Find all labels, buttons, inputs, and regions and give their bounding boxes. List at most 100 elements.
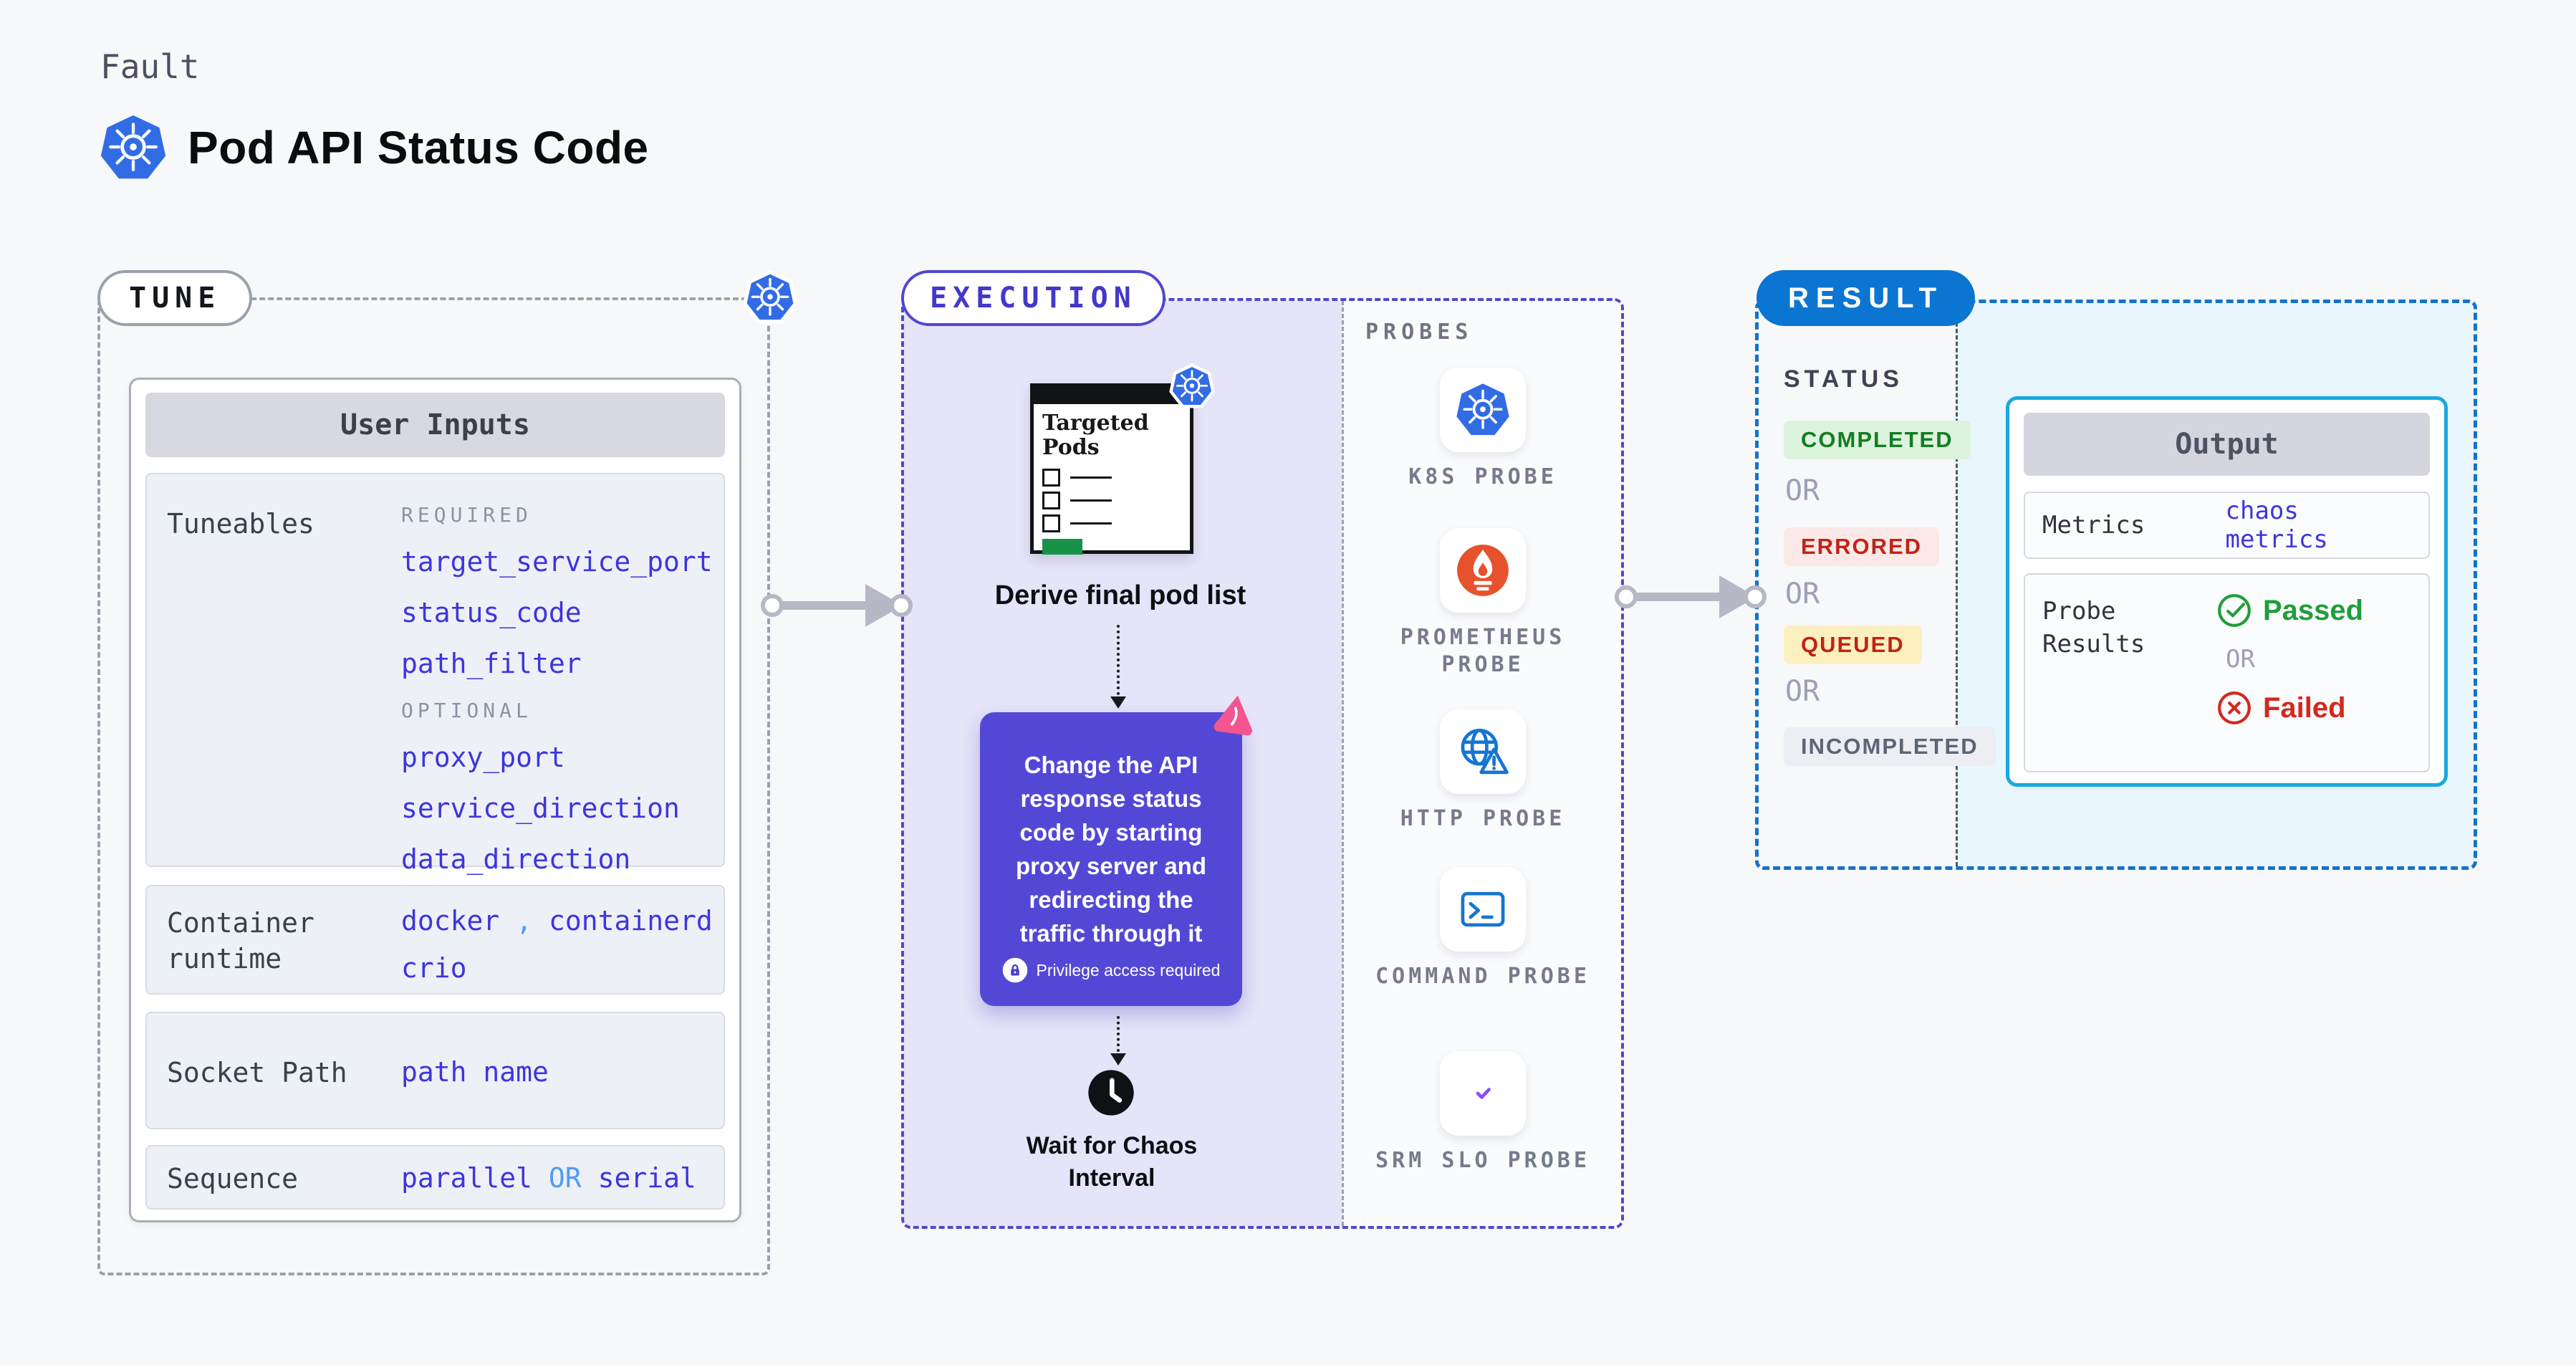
sequence-label: Sequence <box>167 1163 299 1194</box>
output-header: Output <box>2024 413 2430 476</box>
or-label: OR <box>2226 645 2255 674</box>
sequence-value: parallel OR serial <box>401 1162 696 1194</box>
globe-alert-icon <box>1455 724 1511 780</box>
optional-section-label: OPTIONAL <box>401 699 532 722</box>
tuneables-row: Tuneables REQUIRED target_service_port s… <box>145 473 725 875</box>
socket-path-value: path name <box>401 1056 549 1088</box>
slo-donut-check-icon <box>1455 1065 1511 1121</box>
tuneable-field: status_code <box>401 597 582 628</box>
output-card: Output Metrics chaos metrics Probe Resul… <box>2006 396 2448 787</box>
page-title: Pod API Status Code <box>188 122 649 173</box>
status-heading: STATUS <box>1784 365 1903 393</box>
fault-kicker: Fault <box>100 47 200 86</box>
failed-row: Failed <box>2216 689 2363 727</box>
probe-label: PROMETHEUS PROBE <box>1400 625 1566 677</box>
pod-list-item <box>1042 514 1190 532</box>
status-badge-errored: ERRORED <box>1784 527 1940 566</box>
probe-label: K8S PROBE <box>1408 464 1557 489</box>
privilege-note-text: Privilege access required <box>1036 960 1221 980</box>
targeted-pods-card: Targeted Pods <box>1030 383 1193 555</box>
user-inputs-header: User Inputs <box>145 393 725 457</box>
kubernetes-icon <box>1167 361 1217 411</box>
arrow-line <box>1626 593 1729 601</box>
flow-connector <box>1117 1016 1120 1052</box>
runtime-value: containerd <box>548 905 713 937</box>
pod-list-item <box>1042 469 1190 487</box>
container-runtime-label: Container runtime <box>167 907 314 974</box>
probe-results-row: Probe Results Passed OR Failed <box>2024 573 2430 772</box>
metrics-row: Metrics chaos metrics <box>2024 492 2430 559</box>
targeted-pods-titlebar <box>1034 387 1190 404</box>
or-label: OR <box>1785 578 1820 610</box>
probe-item: PROMETHEUS PROBE <box>1367 528 1599 679</box>
probe-item: HTTP PROBE <box>1367 709 1599 833</box>
checkbox-icon <box>1042 469 1060 487</box>
connector-arrowhead <box>1110 696 1126 709</box>
tune-pill: TUNE <box>97 270 253 326</box>
x-circle-icon <box>2216 689 2253 727</box>
socket-path-row: Socket Path path name <box>145 1012 725 1129</box>
socket-path-label: Socket Path <box>167 1057 347 1088</box>
list-line <box>1070 499 1112 502</box>
wait-step-label: Wait for Chaos Interval <box>1026 1132 1198 1192</box>
tuneables-label: Tuneables <box>167 508 314 540</box>
probe-icon-card <box>1440 867 1526 952</box>
metrics-label: Metrics <box>2042 511 2145 540</box>
probes-heading: PROBES <box>1365 320 1474 345</box>
probes-divider <box>1342 301 1344 1226</box>
metrics-value: chaos metrics <box>2225 497 2328 554</box>
clock-icon <box>1087 1069 1135 1116</box>
value-separator: , <box>516 905 533 937</box>
chaos-action-card: Change the API response status code by s… <box>980 712 1242 1006</box>
probe-icon-card <box>1440 709 1526 794</box>
tune-section-box <box>97 297 770 1275</box>
tuneable-field: target_service_port <box>401 546 713 578</box>
status-badge-completed: COMPLETED <box>1784 421 1971 459</box>
terminal-icon <box>1455 881 1511 937</box>
probe-icon-card <box>1440 528 1526 613</box>
arrow-line <box>772 601 875 610</box>
probe-label: HTTP PROBE <box>1400 806 1566 831</box>
probe-item: SRM SLO PROBE <box>1367 1051 1599 1174</box>
probe-label: COMMAND PROBE <box>1375 964 1590 989</box>
user-inputs-card: User Inputs Tuneables REQUIRED target_se… <box>129 378 741 1222</box>
connector-arrowhead <box>1110 1053 1126 1065</box>
sequence-row: Sequence parallel OR serial <box>145 1145 725 1210</box>
result-pill: RESULT <box>1756 270 1976 326</box>
list-line <box>1070 476 1112 479</box>
sequence-option: parallel <box>401 1162 533 1194</box>
or-separator: OR <box>548 1162 582 1194</box>
tuneable-field: service_direction <box>401 792 680 824</box>
result-divider <box>1956 303 1958 866</box>
runtime-value: crio <box>401 952 467 984</box>
chaos-action-text: Change the API response status code by s… <box>1016 752 1206 947</box>
kubernetes-icon <box>99 113 168 182</box>
arrow-endpoint <box>761 594 784 617</box>
passed-row: Passed <box>2216 592 2363 629</box>
targeted-pods-list <box>1042 469 1190 532</box>
chaos-icon <box>1211 691 1259 739</box>
probe-label: SRM SLO PROBE <box>1375 1148 1590 1173</box>
kubernetes-icon <box>740 267 800 327</box>
execution-to-result-arrow <box>1615 574 1767 620</box>
container-runtime-values: docker , containerd <box>401 905 713 937</box>
container-runtime-row: Container runtime docker , containerd cr… <box>145 885 725 995</box>
tuneable-field: data_direction <box>401 843 631 875</box>
tuneables-fields: REQUIRED target_service_port status_code… <box>401 503 713 875</box>
tuneable-field: proxy_port <box>401 742 565 773</box>
lock-icon <box>1002 957 1028 983</box>
required-section-label: REQUIRED <box>401 503 532 527</box>
failed-label: Failed <box>2263 691 2346 724</box>
runtime-value: docker <box>401 905 500 937</box>
checkbox-icon <box>1042 492 1060 509</box>
sequence-option: serial <box>597 1162 696 1194</box>
arrow-endpoint <box>1744 585 1767 608</box>
tuneable-field: path_filter <box>401 648 582 679</box>
probe-item: K8S PROBE <box>1367 368 1599 491</box>
kubernetes-icon <box>1455 382 1511 438</box>
or-label: OR <box>1785 675 1820 708</box>
pod-list-item <box>1042 492 1190 509</box>
derive-step-label: Derive final pod list <box>994 580 1246 610</box>
status-badge-queued: QUEUED <box>1784 626 1922 664</box>
